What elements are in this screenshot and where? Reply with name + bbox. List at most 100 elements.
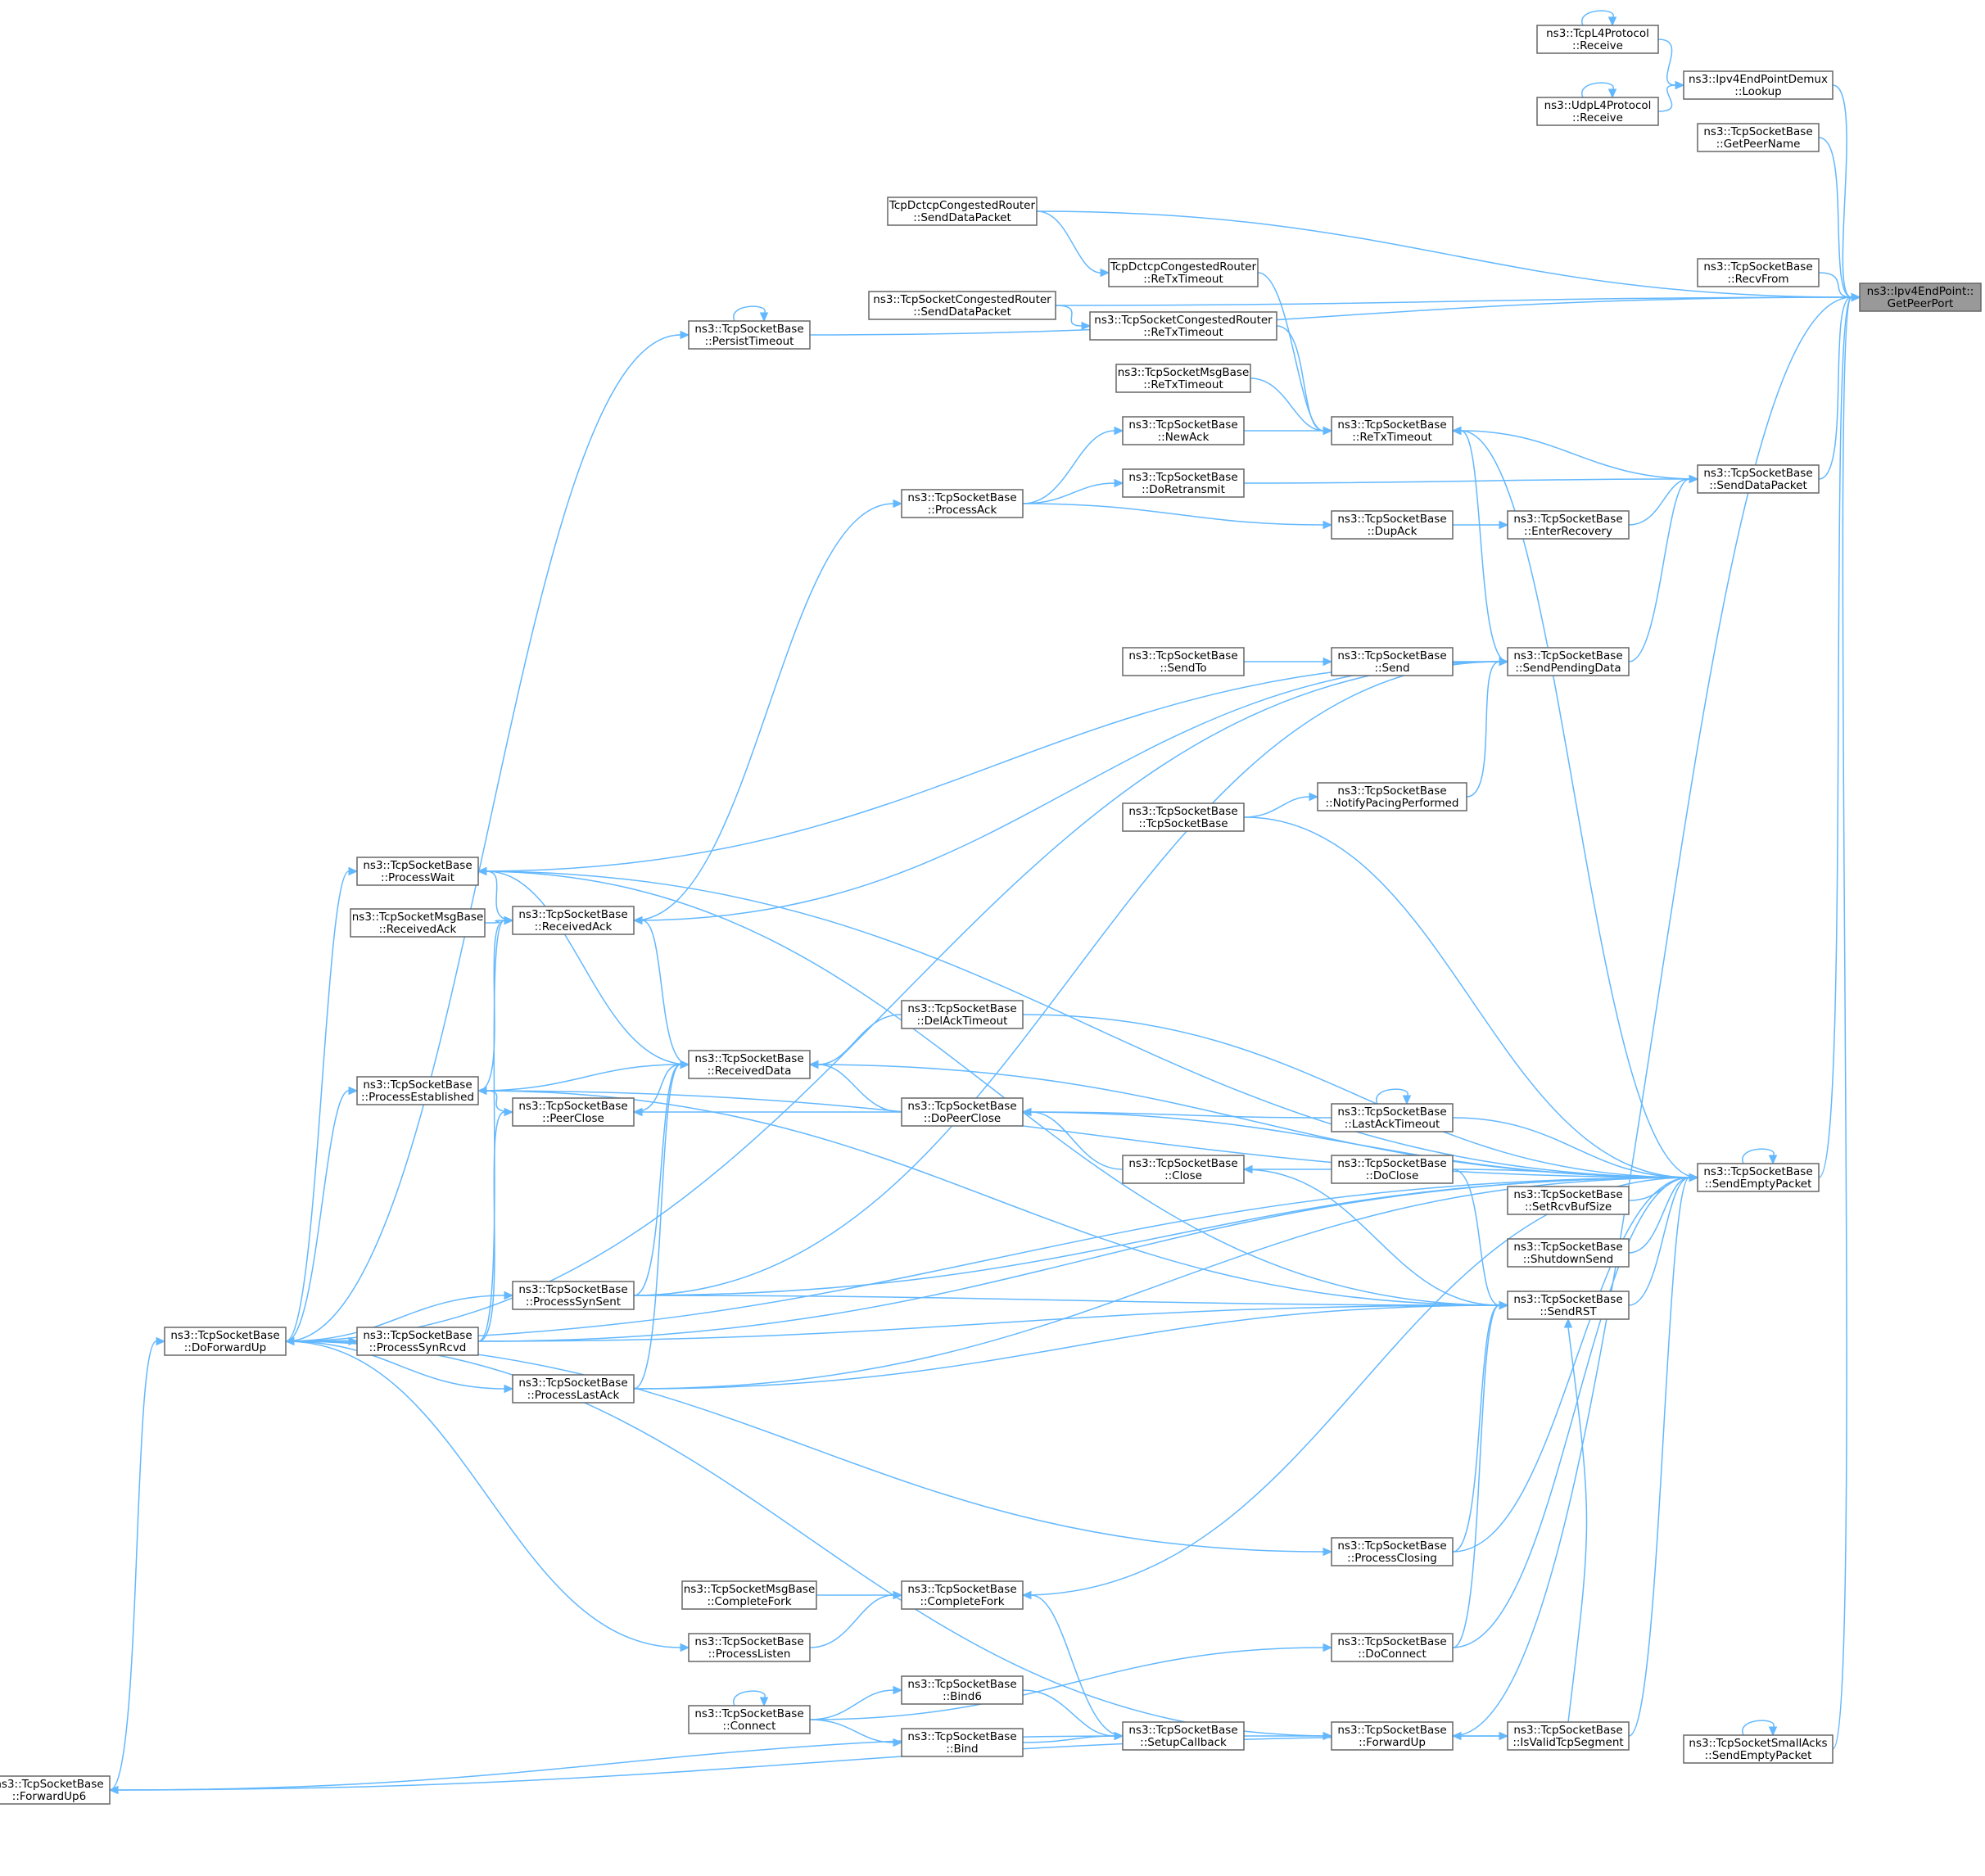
node-tcpsocketbase-notifypacingperformed[interactable]: ns3::TcpSocketBase::NotifyPacingPerforme…: [1317, 782, 1467, 811]
node-label-line1: ns3::TcpSocketBase: [1128, 471, 1237, 484]
node-tcpsocketbase-setrcvbufsize[interactable]: ns3::TcpSocketBase::SetRcvBufSize: [1507, 1186, 1630, 1215]
node-ipv4endpoint-getpeerport[interactable]: ns3::Ipv4EndPoint::GetPeerPort: [1859, 283, 1982, 312]
edge-arrowhead: [1100, 268, 1110, 278]
edge-line: [1657, 84, 1676, 112]
node-tcpsocketbase-send[interactable]: ns3::TcpSocketBase::Send: [1331, 647, 1454, 676]
node-tcpsocketbase-forwardup6[interactable]: ns3::TcpSocketBase::ForwardUp6: [0, 1775, 111, 1805]
node-tcpsocketsmallacks-sendemptypacket[interactable]: ns3::TcpSocketSmallAcks::SendEmptyPacket: [1683, 1734, 1834, 1764]
edge-line: [1628, 478, 1690, 662]
node-label-line1: ns3::Ipv4EndPoint::: [1867, 285, 1974, 298]
node-tcpsocketbase-processwait[interactable]: ns3::TcpSocketBase::ProcessWait: [356, 857, 479, 886]
node-udpl4protocol-receive[interactable]: ns3::UdpL4Protocol::Receive: [1536, 97, 1659, 126]
node-tcpsocketmsgbase-receivedack[interactable]: ns3::TcpSocketMsgBase::ReceivedAck: [350, 908, 486, 938]
node-label-line2: ::ProcessAck: [928, 504, 997, 517]
node-tcpsocketbase-tcpsocketbase[interactable]: ns3::TcpSocketBase::TcpSocketBase: [1122, 802, 1245, 832]
edge-line: [477, 1090, 1500, 1306]
node-tcpsocketbase-shutdownsend[interactable]: ns3::TcpSocketBase::ShutdownSend: [1507, 1238, 1630, 1268]
node-label-line1: ns3::TcpSocketBase: [907, 1100, 1016, 1113]
node-tcpsocketbase-receiveddata[interactable]: ns3::TcpSocketBase::ReceivedData: [688, 1050, 811, 1079]
node-box: [350, 908, 486, 938]
node-box: [1331, 1721, 1454, 1751]
node-label-line1: TcpDctcpCongestedRouter: [889, 199, 1036, 212]
node-tcpsocketbase-processclosing[interactable]: ns3::TcpSocketBase::ProcessClosing: [1331, 1537, 1454, 1566]
node-label-line1: ns3::TcpSocketBase: [1337, 513, 1446, 526]
node-tcpsocketbase-setupcallback[interactable]: ns3::TcpSocketBase::SetupCallback: [1122, 1721, 1245, 1751]
node-tcpsocketbase-doclose[interactable]: ns3::TcpSocketBase::DoClose: [1331, 1155, 1454, 1184]
node-label-line2: ::SendDataPacket: [913, 305, 1011, 319]
node-tcpsocketmsgbase-completefork[interactable]: ns3::TcpSocketMsgBase::CompleteFork: [681, 1580, 817, 1610]
node-tcpsocketbase-close[interactable]: ns3::TcpSocketBase::Close: [1122, 1155, 1245, 1184]
node-box: [356, 1076, 479, 1105]
node-tcpsocketbase-connect[interactable]: ns3::TcpSocketBase::Connect: [688, 1705, 811, 1734]
node-tcpl4protocol-receive[interactable]: ns3::TcpL4Protocol::Receive: [1536, 25, 1659, 54]
edge-arrowhead: [1689, 474, 1699, 484]
node-tcpsocketbase-doretransmit[interactable]: ns3::TcpSocketBase::DoRetransmit: [1122, 468, 1245, 498]
node-tcpsocketbase-doconnect[interactable]: ns3::TcpSocketBase::DoConnect: [1331, 1633, 1454, 1662]
edge-line: [285, 1177, 1690, 1342]
edge-isvalid-to-sendrst: [1563, 1318, 1588, 1723]
node-tcpsocketbase-completefork[interactable]: ns3::TcpSocketBase::CompleteFork: [901, 1580, 1024, 1610]
node-tcpsocketbase-bind6[interactable]: ns3::TcpSocketBase::Bind6: [901, 1675, 1024, 1705]
node-tcpsocketbase-bind[interactable]: ns3::TcpSocketBase::Bind: [901, 1728, 1024, 1757]
edge-line: [1581, 10, 1614, 26]
node-tcpdctcpcongestedrouter-senddatapacket[interactable]: TcpDctcpCongestedRouter::SendDataPacket: [887, 197, 1038, 226]
node-label-line2: ::Receive: [1572, 111, 1623, 124]
node-tcpsocketbase-doforwardup[interactable]: ns3::TcpSocketBase::DoForwardUp: [164, 1327, 287, 1356]
edge-synrcvd-to-peerclose: [477, 1107, 514, 1342]
node-tcpdctcpcongestedrouter-retxtimeout[interactable]: TcpDctcpCongestedRouter::ReTxTimeout: [1108, 258, 1259, 287]
node-tcpsocketmsgbase-retxtimeout[interactable]: ns3::TcpSocketMsgBase::ReTxTimeout: [1115, 364, 1251, 393]
node-tcpsocketbase-processack[interactable]: ns3::TcpSocketBase::ProcessAck: [901, 489, 1024, 518]
node-tcpsocketbase-senddatapacket[interactable]: ns3::TcpSocketBase::SendDataPacket: [1697, 464, 1820, 494]
node-tcpsocketbase-sendemptypacket[interactable]: ns3::TcpSocketBase::SendEmptyPacket: [1697, 1163, 1820, 1192]
edge-arrowhead: [1323, 1643, 1333, 1652]
node-tcpsocketbase-processlastack[interactable]: ns3::TcpSocketBase::ProcessLastAck: [512, 1374, 635, 1404]
edge-doforwardup-to-lastack: [285, 1340, 514, 1394]
node-tcpsocketbase-dupack[interactable]: ns3::TcpSocketBase::DupAck: [1331, 510, 1454, 540]
node-tcpsocketbase-processestablished[interactable]: ns3::TcpSocketBase::ProcessEstablished: [356, 1076, 479, 1105]
node-tcpsocketbase-newack[interactable]: ns3::TcpSocketBase::NewAck: [1122, 416, 1245, 445]
node-tcpsocketbase-forwardup[interactable]: ns3::TcpSocketBase::ForwardUp: [1331, 1721, 1454, 1751]
node-tcpsocketbase-peerclose[interactable]: ns3::TcpSocketBase::PeerClose: [512, 1097, 635, 1127]
node-tcpsocketbase-enterrecovery[interactable]: ns3::TcpSocketBase::EnterRecovery: [1507, 510, 1630, 540]
edge-line: [1036, 210, 1101, 273]
node-ipv4endpointdemux-lookup[interactable]: ns3::Ipv4EndPointDemux::Lookup: [1683, 70, 1834, 100]
edge-arrowhead: [1499, 657, 1509, 667]
edge-ctor-to-sendemptypacket: [1243, 816, 1699, 1182]
edge-line: [1022, 1111, 1690, 1178]
node-label-line1: ns3::TcpSocketMsgBase: [684, 1583, 816, 1596]
node-tcpsocketbase-getpeername[interactable]: ns3::TcpSocketBase::GetPeerName: [1697, 123, 1820, 152]
node-tcpsocketbase-processsynrcvd[interactable]: ns3::TcpSocketBase::ProcessSynRcvd: [356, 1327, 479, 1356]
node-box: [901, 1675, 1024, 1705]
edge-senddatapacket-to-target: [1818, 292, 1861, 480]
node-label-line1: ns3::TcpSocketBase: [1513, 1188, 1622, 1201]
edge-sendrst-to-sendemptypacket: [1628, 1173, 1699, 1306]
edge-line: [1030, 1111, 1124, 1170]
node-tcpsocketbase-sendrst[interactable]: ns3::TcpSocketBase::SendRST: [1507, 1291, 1630, 1320]
node-tcpsocketbase-processsynsent[interactable]: ns3::TcpSocketBase::ProcessSynSent: [512, 1281, 635, 1310]
node-tcpsocketbase-delacktimeout[interactable]: ns3::TcpSocketBase::DelAckTimeout: [901, 1000, 1024, 1029]
edge-close-to-dopeerclose: [1021, 1107, 1124, 1170]
node-tcpsocketbase-sendto[interactable]: ns3::TcpSocketBase::SendTo: [1122, 647, 1245, 676]
node-label-line2: ::ReceivedData: [708, 1065, 792, 1078]
node-tcpsocketbase-receivedack[interactable]: ns3::TcpSocketBase::ReceivedAck: [512, 906, 635, 935]
node-tcpsocketbase-dopeerclose[interactable]: ns3::TcpSocketBase::DoPeerClose: [901, 1097, 1024, 1127]
node-tcpsocketbase-processlisten[interactable]: ns3::TcpSocketBase::ProcessListen: [688, 1633, 811, 1662]
edge-arrowhead: [632, 1107, 643, 1117]
node-box: [901, 1728, 1024, 1757]
node-tcpsocketbase-persisttimeout[interactable]: ns3::TcpSocketBase::PersistTimeout: [688, 320, 811, 350]
node-tcpsocketbase-sendpendingdata[interactable]: ns3::TcpSocketBase::SendPendingData: [1507, 647, 1630, 676]
node-label-line1: ns3::TcpSocketBase: [1337, 1157, 1446, 1170]
node-label-line1: ns3::TcpSocketBase: [363, 1078, 472, 1092]
node-tcpsocketcongestedrouter-retxtimeout[interactable]: ns3::TcpSocketCongestedRouter::ReTxTimeo…: [1089, 311, 1277, 341]
node-tcpsocketcongestedrouter-senddatapacket[interactable]: ns3::TcpSocketCongestedRouter::SendDataP…: [868, 291, 1056, 320]
node-label-line2: ::ReTxTimeout: [1143, 273, 1223, 286]
node-box: [512, 1281, 635, 1310]
edge-synrcvd-to-recvack: [477, 915, 514, 1342]
node-tcpsocketbase-isvalidtcpsegment[interactable]: ns3::TcpSocketBase::IsValidTcpSegment: [1507, 1721, 1630, 1751]
node-box: [688, 1705, 811, 1734]
edge-line: [285, 1295, 505, 1342]
node-tcpsocketbase-retxtimeout[interactable]: ns3::TcpSocketBase::ReTxTimeout: [1331, 416, 1454, 445]
edge-arrowhead: [1021, 1590, 1032, 1600]
node-tcpsocketbase-recvfrom[interactable]: ns3::TcpSocketBase::RecvFrom: [1697, 258, 1820, 287]
node-tcpsocketbase-lastacktimeout[interactable]: ns3::TcpSocketBase::LastAckTimeout: [1331, 1103, 1454, 1132]
